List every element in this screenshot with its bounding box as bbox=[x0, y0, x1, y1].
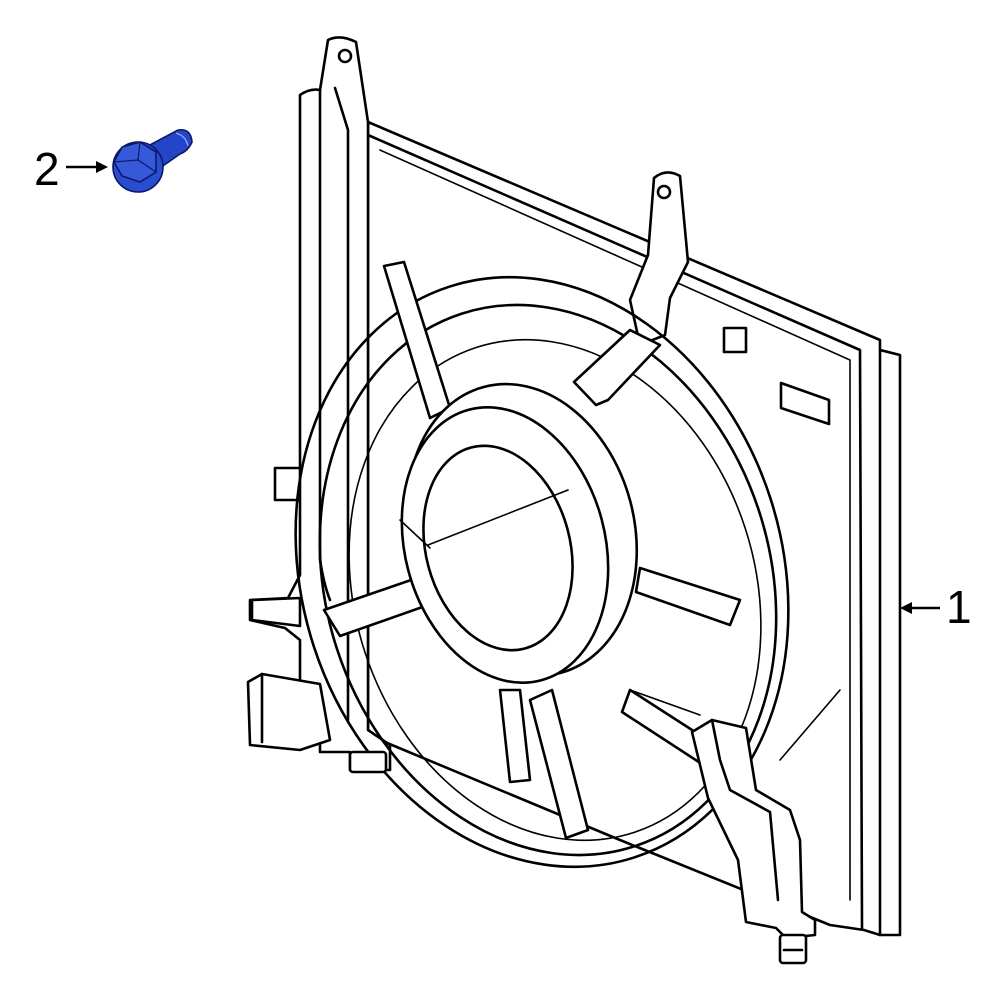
shroud-right-leg bbox=[690, 718, 817, 940]
fan-ring-inner bbox=[318, 303, 778, 857]
shroud-slot-hole bbox=[779, 381, 831, 426]
callout-label-1: 1 bbox=[946, 581, 972, 633]
bolt-part-2[interactable] bbox=[112, 128, 193, 193]
callout-arrow-2 bbox=[66, 161, 108, 173]
callout-arrow-1 bbox=[900, 602, 940, 614]
fan-shroud-part-1[interactable] bbox=[221, 36, 902, 965]
shroud-square-hole bbox=[722, 326, 748, 354]
fan-motor-hub bbox=[399, 382, 639, 684]
shroud-lower-left-tab bbox=[246, 672, 332, 752]
bolt-hex-head bbox=[113, 141, 157, 183]
fan-ring-outer bbox=[294, 275, 790, 869]
callout-label-2: 2 bbox=[34, 143, 60, 195]
